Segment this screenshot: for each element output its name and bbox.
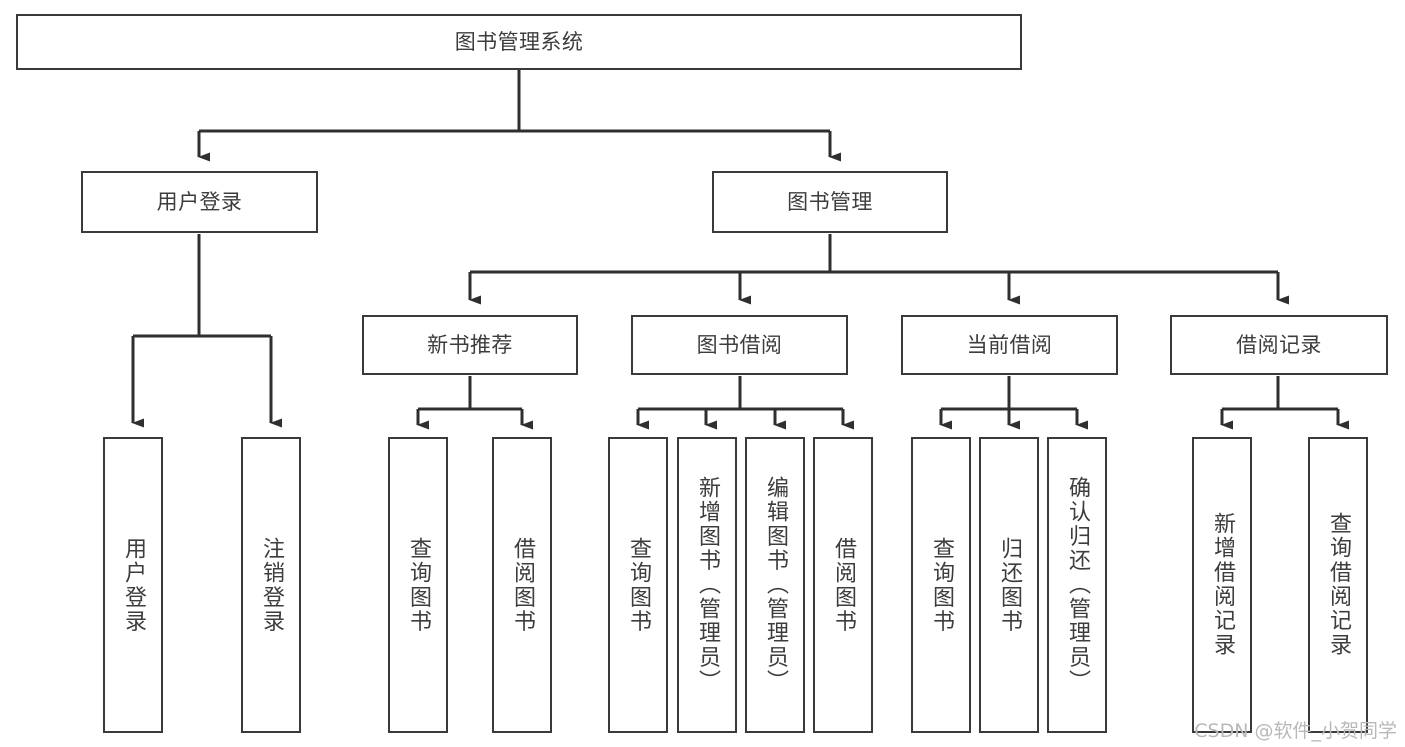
node-label: 图书管理 [787, 189, 873, 214]
leaf-current-borrow-confirm[interactable]: 确认归还（管理员） [1047, 437, 1107, 733]
node-user-login[interactable]: 用户登录 [81, 171, 318, 233]
leaf-current-borrow-query[interactable]: 查询图书 [911, 437, 971, 733]
node-label: 图书借阅 [696, 332, 783, 357]
node-label: 查询借阅记录 [1326, 512, 1351, 658]
leaf-current-borrow-return[interactable]: 归还图书 [979, 437, 1039, 733]
leaf-book-borrow-borrow[interactable]: 借阅图书 [813, 437, 873, 733]
node-borrow-record[interactable]: 借阅记录 [1170, 315, 1388, 375]
node-label: 查询图书 [626, 537, 651, 634]
leaf-book-borrow-query[interactable]: 查询图书 [608, 437, 668, 733]
node-label: 查询图书 [406, 537, 431, 634]
node-label: 借阅记录 [1236, 332, 1322, 357]
node-label: 新增图书（管理员） [695, 476, 720, 694]
node-new-book-recommend[interactable]: 新书推荐 [362, 315, 578, 375]
node-label: 借阅图书 [831, 537, 856, 634]
leaf-borrow-record-query[interactable]: 查询借阅记录 [1308, 437, 1368, 733]
node-label: 归还图书 [997, 537, 1022, 634]
leaf-new-book-borrow[interactable]: 借阅图书 [492, 437, 552, 733]
node-label: 图书管理系统 [454, 29, 584, 54]
watermark-credit: CSDN @软件_小贺同学 [1194, 720, 1397, 742]
node-root-system[interactable]: 图书管理系统 [16, 14, 1022, 70]
leaf-new-book-query[interactable]: 查询图书 [388, 437, 448, 733]
leaf-borrow-record-add[interactable]: 新增借阅记录 [1192, 437, 1252, 733]
node-label: 借阅图书 [510, 537, 535, 634]
node-label: 新增借阅记录 [1210, 512, 1235, 658]
node-label: 注销登录 [259, 537, 284, 634]
node-label: 用户登录 [121, 537, 146, 634]
leaf-user-login-logout[interactable]: 注销登录 [241, 437, 301, 733]
node-label: 用户登录 [156, 189, 243, 214]
node-label: 查询图书 [929, 537, 954, 634]
node-book-borrow[interactable]: 图书借阅 [631, 315, 848, 375]
leaf-book-borrow-add[interactable]: 新增图书（管理员） [677, 437, 737, 733]
node-label: 新书推荐 [427, 332, 513, 357]
node-label: 确认归还（管理员） [1065, 476, 1090, 694]
leaf-user-login-login[interactable]: 用户登录 [103, 437, 163, 733]
node-current-borrow[interactable]: 当前借阅 [901, 315, 1118, 375]
node-label: 编辑图书（管理员） [763, 476, 788, 694]
node-label: 当前借阅 [966, 332, 1053, 357]
leaf-book-borrow-edit[interactable]: 编辑图书（管理员） [745, 437, 805, 733]
node-book-management[interactable]: 图书管理 [712, 171, 948, 233]
